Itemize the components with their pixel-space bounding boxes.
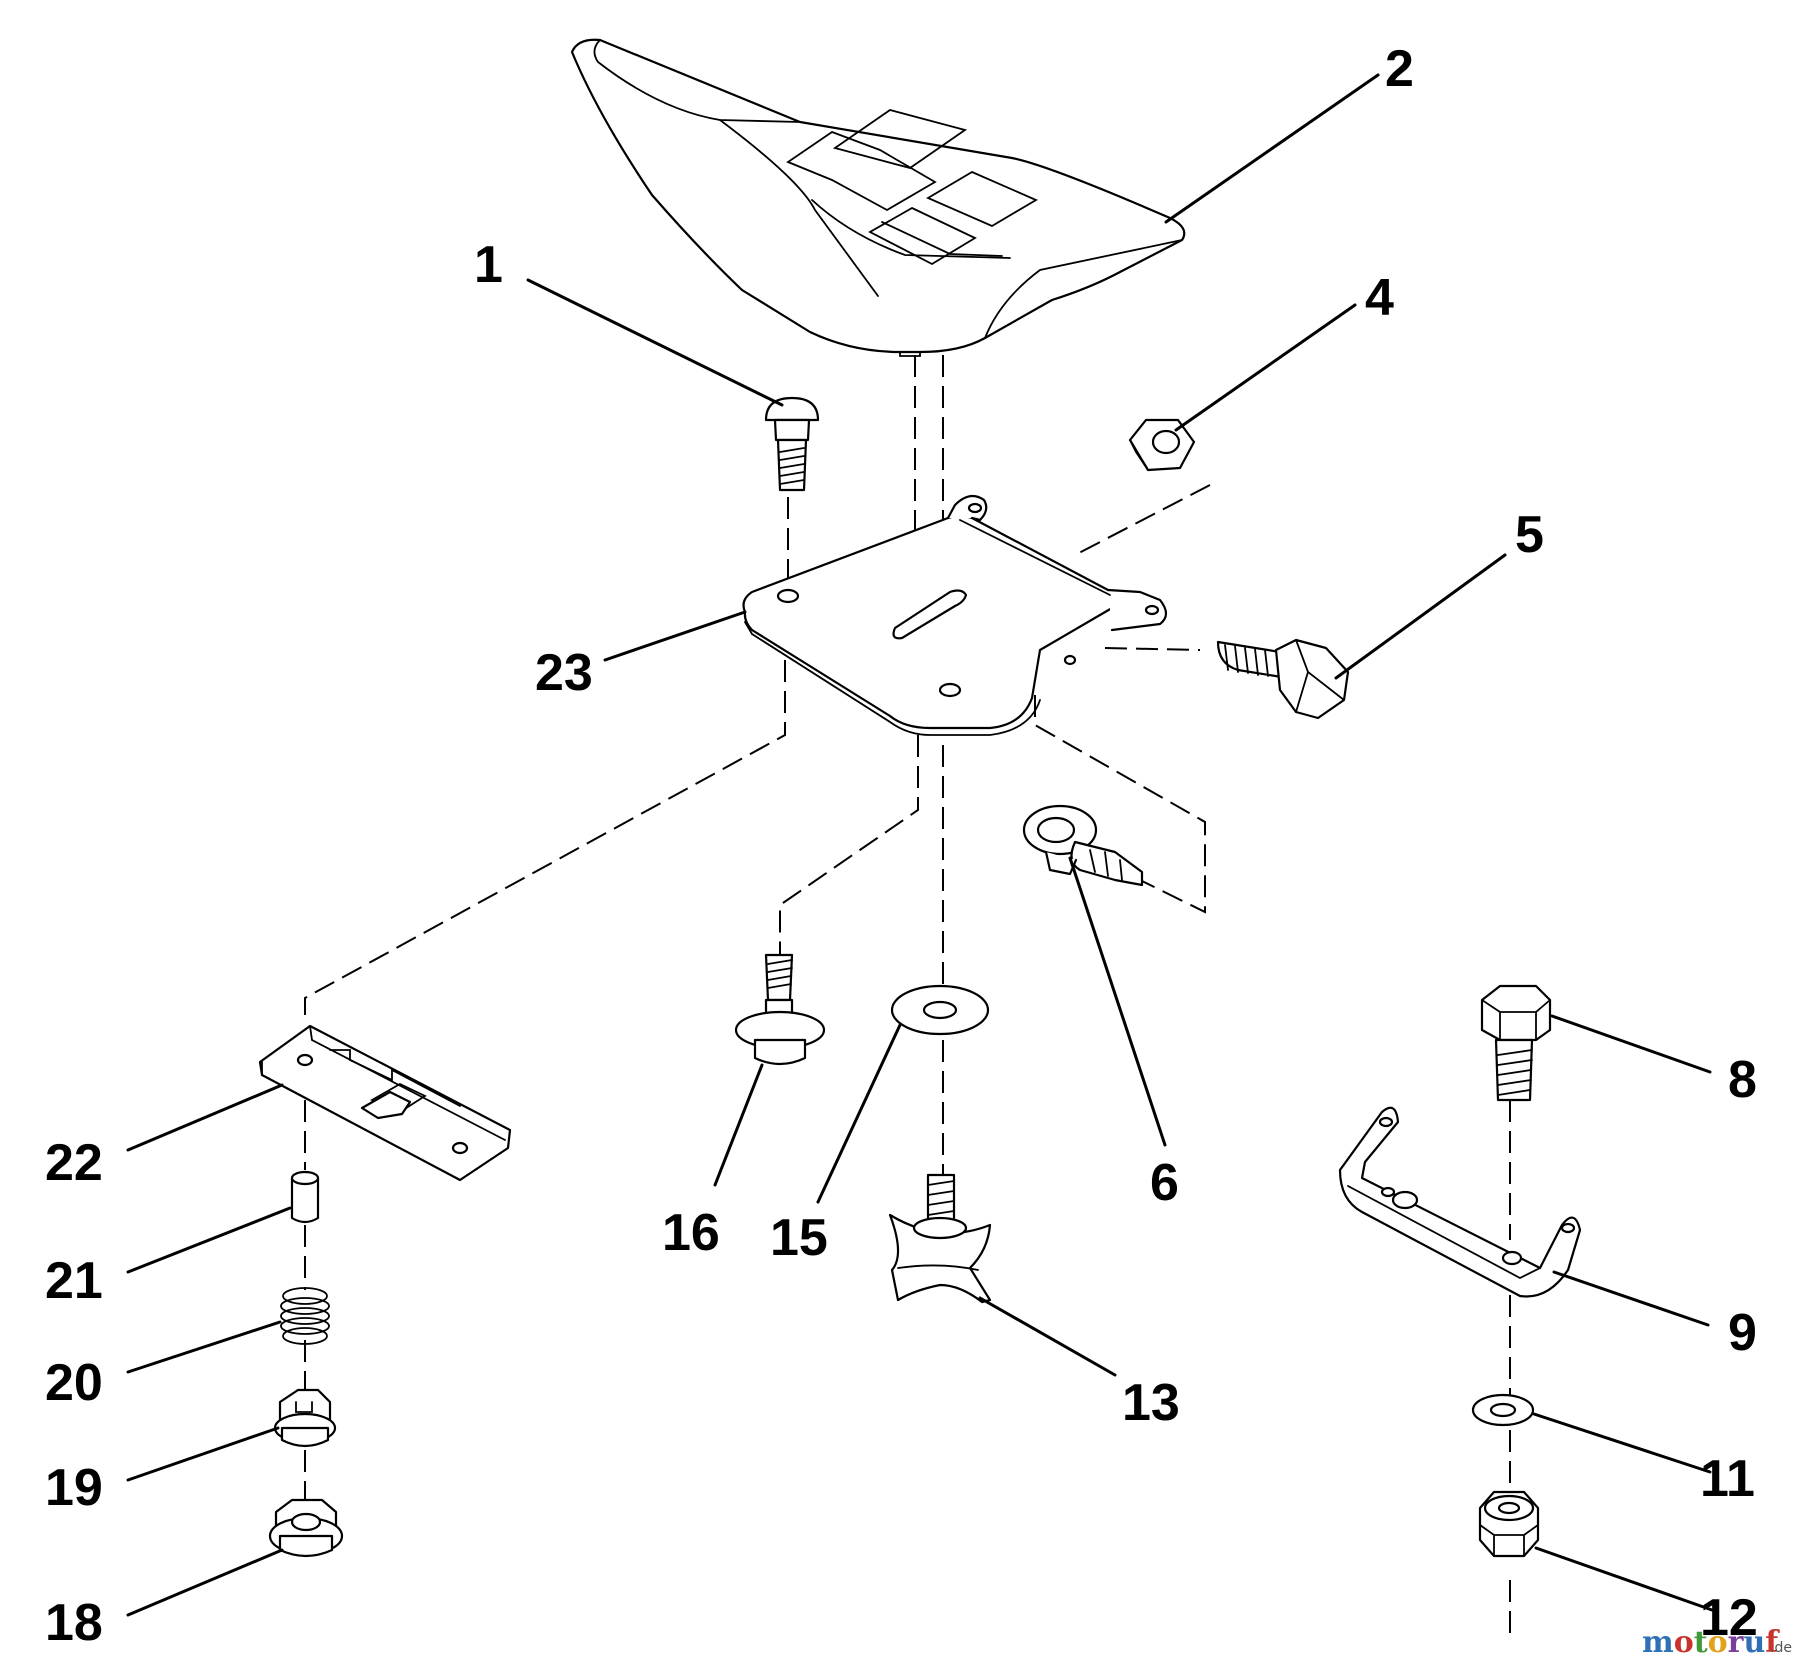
spring-part xyxy=(280,1287,330,1345)
callout-19: 19 xyxy=(45,1459,103,1517)
motoruf-watermark-logo: motoruf .de xyxy=(1642,1625,1792,1660)
seat-pan-part xyxy=(742,494,1168,736)
callout-2: 2 xyxy=(1385,40,1414,98)
callout-1: 1 xyxy=(474,236,503,294)
callout-18: 18 xyxy=(45,1594,103,1652)
hex-head-bolt-part xyxy=(1480,984,1552,1102)
callout-20: 20 xyxy=(45,1354,103,1412)
callout-23: 23 xyxy=(535,644,593,702)
hex-nut-part xyxy=(1128,418,1196,472)
callout-labels: 1 2 4 5 6 8 9 11 12 13 15 16 18 19 20 21… xyxy=(45,40,1758,1652)
callout-22: 22 xyxy=(45,1134,103,1192)
watermark-letter: r xyxy=(1728,1625,1745,1660)
watermark-letter: o xyxy=(1708,1625,1728,1660)
callout-8: 8 xyxy=(1728,1051,1757,1109)
leader-lines xyxy=(126,73,1714,1617)
carriage-bolt-part xyxy=(764,396,820,492)
hex-bolt-part xyxy=(1216,638,1350,720)
callout-5: 5 xyxy=(1515,506,1544,564)
watermark-letter: u xyxy=(1743,1625,1765,1660)
flange-nut-part xyxy=(268,1498,344,1558)
callout-4: 4 xyxy=(1365,269,1394,327)
watermark-letter: f xyxy=(1765,1625,1780,1660)
watermark-letter: o xyxy=(1674,1625,1694,1660)
callout-16: 16 xyxy=(662,1204,720,1262)
watermark-letter: t xyxy=(1694,1625,1708,1660)
callout-15: 15 xyxy=(770,1209,828,1267)
seat-part xyxy=(570,38,1186,357)
clip-part xyxy=(1022,804,1144,887)
callout-11: 11 xyxy=(1700,1450,1755,1508)
shoulder-bolt-part xyxy=(734,953,826,1066)
watermark-wordmark: motoruf xyxy=(1642,1625,1780,1660)
pin-part xyxy=(290,1170,320,1224)
watermark-tld: .de xyxy=(1770,1640,1792,1656)
watermark-letter: m xyxy=(1642,1625,1674,1660)
callout-21: 21 xyxy=(45,1252,103,1310)
callout-9: 9 xyxy=(1728,1304,1757,1362)
u-bracket-part xyxy=(1338,1106,1582,1298)
flat-washer-part xyxy=(890,984,990,1036)
slide-rail-part xyxy=(258,1024,512,1182)
lock-nut-part xyxy=(1478,1490,1540,1558)
callout-13: 13 xyxy=(1122,1374,1180,1432)
callout-12: 12 xyxy=(1700,1589,1758,1647)
callout-6: 6 xyxy=(1150,1154,1179,1212)
flange-bushing-part xyxy=(273,1388,337,1448)
washer-11-part xyxy=(1471,1393,1535,1427)
knob-part xyxy=(888,1173,992,1304)
